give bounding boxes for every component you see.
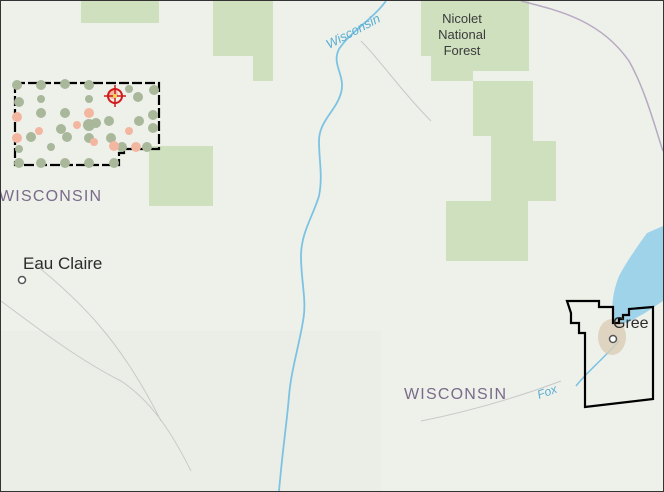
observation-point[interactable]	[60, 79, 70, 89]
forest-label-line2: National	[438, 27, 486, 42]
salmon-points	[12, 89, 141, 152]
observation-point-alt[interactable]	[73, 121, 81, 129]
observation-point[interactable]	[15, 145, 23, 153]
observation-point[interactable]	[56, 124, 66, 134]
observation-point[interactable]	[104, 116, 114, 126]
city-marker-green-bay[interactable]	[608, 334, 618, 344]
observation-point[interactable]	[36, 158, 46, 168]
observation-point-alt[interactable]	[109, 141, 119, 151]
observation-point[interactable]	[91, 118, 101, 128]
forest-label: Nicolet National Forest	[438, 11, 486, 58]
observation-point-alt[interactable]	[12, 112, 22, 122]
observation-point[interactable]	[14, 158, 24, 168]
observation-point[interactable]	[148, 110, 158, 120]
road	[1, 300, 192, 472]
observation-point[interactable]	[47, 143, 55, 151]
observation-point[interactable]	[84, 80, 94, 90]
river-label-fox: Fox	[535, 381, 560, 401]
green-points	[12, 79, 159, 168]
forest-patch	[446, 201, 528, 261]
state-boundary-line	[520, 1, 663, 152]
observation-point-alt[interactable]	[90, 138, 98, 146]
observation-point[interactable]	[142, 142, 152, 152]
forest-patch	[421, 1, 529, 81]
road	[360, 40, 432, 122]
observation-point[interactable]	[26, 132, 36, 142]
observation-point[interactable]	[62, 132, 72, 142]
forest-patch	[81, 1, 159, 23]
observation-point[interactable]	[133, 92, 143, 102]
forest-patch	[149, 146, 213, 206]
crosshair-target-icon[interactable]	[104, 85, 126, 107]
observation-point-alt[interactable]	[84, 108, 94, 118]
forest-label-line3: Forest	[444, 43, 481, 58]
forest-patch	[473, 81, 556, 201]
city-label-green-bay: Gree	[613, 315, 649, 332]
forest-patch	[213, 1, 273, 81]
state-label-top: WISCONSIN	[1, 188, 102, 205]
observation-point[interactable]	[12, 80, 22, 90]
green-bay-water	[612, 226, 663, 323]
state-label-bottom: WISCONSIN	[404, 386, 507, 403]
terrain-shade	[1, 331, 381, 491]
road	[420, 380, 562, 422]
city-label-eau-claire: Eau Claire	[23, 254, 102, 273]
observation-point[interactable]	[109, 158, 119, 168]
observation-point-alt[interactable]	[125, 127, 133, 135]
observation-point[interactable]	[36, 108, 46, 118]
observation-point[interactable]	[60, 158, 70, 168]
observation-point[interactable]	[84, 158, 94, 168]
observation-point[interactable]	[117, 142, 127, 152]
observation-point[interactable]	[85, 95, 93, 103]
observation-point[interactable]	[134, 116, 144, 126]
city-marker-eau-claire[interactable]	[17, 275, 27, 285]
forest-areas	[81, 1, 556, 261]
observation-point[interactable]	[60, 108, 70, 118]
observation-point-alt[interactable]	[12, 133, 22, 143]
county-boundary[interactable]	[565, 299, 655, 409]
observation-point[interactable]	[14, 97, 24, 107]
roads	[1, 40, 562, 472]
observation-point-alt[interactable]	[35, 127, 43, 135]
forest-label-line1: Nicolet	[442, 11, 482, 26]
observation-point[interactable]	[37, 95, 45, 103]
wisconsin-river	[278, 1, 387, 491]
road	[30, 260, 162, 422]
observation-point[interactable]	[149, 85, 159, 95]
observation-point[interactable]	[125, 85, 133, 93]
observation-point-alt[interactable]	[131, 142, 141, 152]
observation-point[interactable]	[36, 80, 46, 90]
observation-point[interactable]	[106, 133, 116, 143]
study-area-boundary[interactable]	[13, 81, 161, 167]
observation-point[interactable]	[148, 123, 158, 133]
